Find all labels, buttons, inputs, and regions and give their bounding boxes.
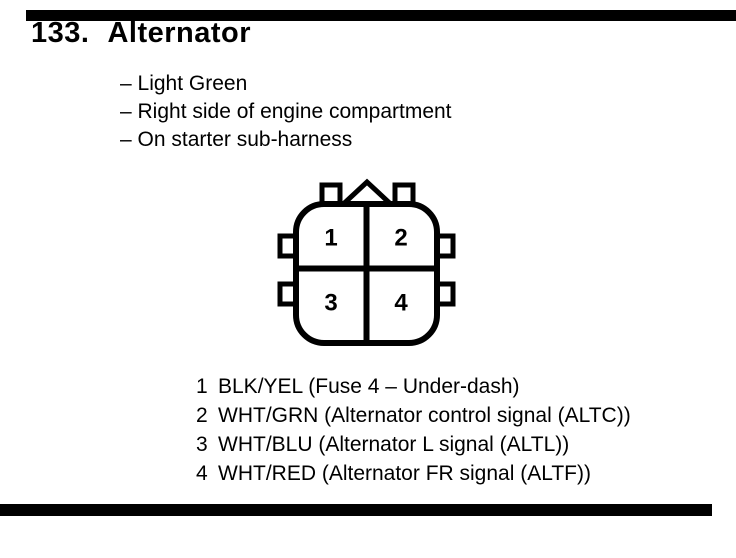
pin-number: 4 xyxy=(196,462,208,485)
cavity-number-1: 1 xyxy=(324,225,337,252)
pin-row: 4 WHT/RED (Alternator FR signal (ALTF)) xyxy=(196,459,631,488)
bottom-page-rule xyxy=(0,504,712,516)
pin-description: BLK/YEL (Fuse 4 – Under-dash) xyxy=(218,375,520,398)
pin-row: 1 BLK/YEL (Fuse 4 – Under-dash) xyxy=(196,372,631,401)
connector-diagram: 1 2 3 4 xyxy=(277,178,456,346)
pin-number: 3 xyxy=(196,433,208,456)
section-heading: 133. Alternator xyxy=(31,16,251,50)
pin-number: 1 xyxy=(196,375,208,398)
note-line: – Right side of engine compartment xyxy=(120,100,452,123)
pin-description: WHT/RED (Alternator FR signal (ALTF)) xyxy=(218,462,591,485)
pin-description: WHT/BLU (Alternator L signal (ALTL)) xyxy=(218,433,570,456)
cavity-number-4: 4 xyxy=(394,290,408,317)
pin-row: 2 WHT/GRN (Alternator control signal (AL… xyxy=(196,401,631,430)
section-title: Alternator xyxy=(107,17,252,49)
pin-description: WHT/GRN (Alternator control signal (ALTC… xyxy=(218,404,631,427)
pin-list: 1 BLK/YEL (Fuse 4 – Under-dash) 2 WHT/GR… xyxy=(196,372,631,488)
top-page-rule xyxy=(26,10,736,21)
note-line: – On starter sub-harness xyxy=(120,128,353,151)
pin-row: 3 WHT/BLU (Alternator L signal (ALTL)) xyxy=(196,430,631,459)
connector-notes: – Light Green – Right side of engine com… xyxy=(120,70,452,154)
pin-number: 2 xyxy=(196,404,208,427)
section-number: 133. xyxy=(31,17,90,49)
cavity-number-3: 3 xyxy=(324,290,337,317)
cavity-number-2: 2 xyxy=(394,225,407,252)
note-line: – Light Green xyxy=(120,72,248,95)
